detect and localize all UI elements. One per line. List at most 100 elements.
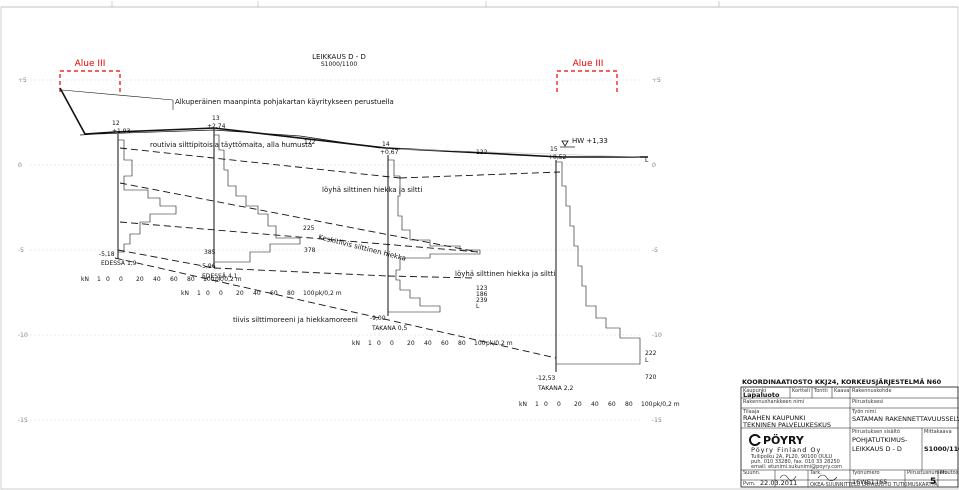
scale-tick-label: 80 <box>625 401 633 408</box>
scale-tick-label: kN <box>519 401 527 408</box>
titleblock-drawing-title-1: POHJATUTKIMUS- <box>852 436 908 444</box>
annotation-dense-moraine: tiivis silttimoreeni ja hiekkamoreeni <box>233 316 358 324</box>
scale-tick-label: 0 <box>390 340 394 347</box>
area-label-right: Alue III <box>573 59 604 69</box>
scale-tick-label: 0 <box>119 276 123 283</box>
scale-tick-label: kN <box>81 276 89 283</box>
svg-text:TEKNINEN PALVELUKESKUS: TEKNINEN PALVELUKESKUS <box>742 421 831 429</box>
scale-tick-label: 40 <box>591 401 599 408</box>
svg-text:-5,18: -5,18 <box>99 251 115 258</box>
area-label-left: Alue III <box>75 59 106 69</box>
poyry-logo: PÖYRY <box>749 433 805 447</box>
elevation-label-right: -10 <box>652 332 662 339</box>
scale-tick-label: 80 <box>187 276 195 283</box>
scale-tick-label: pk/0,2 m <box>486 340 513 347</box>
svg-text:222: 222 <box>645 350 657 357</box>
svg-text:385: 385 <box>204 249 216 256</box>
scale-tick-label: 40 <box>253 290 261 297</box>
scale-tick-label: pk/0,2 m <box>215 276 242 283</box>
scale-tick-label: 20 <box>574 401 582 408</box>
scale-tick-label: 60 <box>270 290 278 297</box>
signature-checker <box>817 474 838 482</box>
elevation-label-left: -10 <box>18 332 28 339</box>
scale-tick-label: pk/0,2 m <box>315 290 342 297</box>
svg-text:15: 15 <box>550 146 558 153</box>
water-level-label: HW +1,33 <box>572 137 608 145</box>
scale-tick-label: 20 <box>136 276 144 283</box>
svg-text:Tontti: Tontti <box>813 388 828 394</box>
svg-text:Rakennushankkeen nimi: Rakennushankkeen nimi <box>743 399 804 405</box>
svg-text:Muutos: Muutos <box>940 470 959 476</box>
elevation-label-right: 0 <box>652 162 656 169</box>
svg-text:Rakennuskohde: Rakennuskohde <box>852 388 892 394</box>
svg-text:OKEA-SUUNNITTELU LAPALUOTO: OKEA-SUUNNITTELU LAPALUOTO TUTKIMUSKARTT… <box>810 482 938 488</box>
svg-text:TAKANA 2,2: TAKANA 2,2 <box>537 385 573 392</box>
titleblock-drawing-number: 5 <box>930 477 936 487</box>
svg-text:378: 378 <box>304 247 316 254</box>
svg-text:122: 122 <box>476 149 488 156</box>
scale-tick-label: 0 <box>557 401 561 408</box>
svg-text:-12,53: -12,53 <box>536 375 556 382</box>
borehole-14: 14 +0,67 225 378 122 122 123 186 239 L -… <box>303 139 488 332</box>
section-scale: S1000/1100 <box>321 61 358 68</box>
svg-text:Piirustusnumero: Piirustusnumero <box>907 470 948 476</box>
svg-text:Pöyry Finland Oy: Pöyry Finland Oy <box>751 446 821 454</box>
svg-text:email: etunimi.sukunimi@poyry.: email: etunimi.sukunimi@poyry.com <box>751 464 842 470</box>
svg-text:S1000/1100: S1000/1100 <box>924 445 959 453</box>
svg-text:L: L <box>645 157 649 164</box>
scale-tick-label: 60 <box>170 276 178 283</box>
annotation-original-ground: Alkuperäinen maanpinta pohjakartan käyri… <box>175 98 394 106</box>
elevation-label-left: 0 <box>18 162 22 169</box>
svg-text:Kaava: Kaava <box>834 388 849 394</box>
title-block: KOORDINAATIOSTO KKJ24, KORKEUSJÄRJESTELM… <box>740 377 959 488</box>
svg-text:Kortteli: Kortteli <box>792 388 810 394</box>
scale-tick-label: 1 <box>97 276 101 283</box>
elevation-label-left: -5 <box>18 247 24 254</box>
svg-text:225: 225 <box>303 225 315 232</box>
svg-text:Tilaaja: Tilaaja <box>742 409 759 415</box>
svg-text:14: 14 <box>382 141 390 148</box>
svg-text:-5,96: -5,96 <box>200 263 216 270</box>
elevation-label-left: -15 <box>18 417 28 424</box>
scale-tick-label: 100 <box>303 290 315 297</box>
svg-text:+0,67: +0,67 <box>380 149 399 156</box>
svg-text:186: 186 <box>476 291 488 298</box>
scale-tick-label: 1 <box>368 340 372 347</box>
svg-text:Piirustuksesi: Piirustuksesi <box>852 399 883 405</box>
svg-text:Pvm.: Pvm. <box>743 481 756 487</box>
svg-text:L: L <box>476 303 480 310</box>
scale-tick-label: 80 <box>287 290 295 297</box>
svg-text:12: 12 <box>112 120 120 127</box>
svg-text:+2,74: +2,74 <box>207 123 226 130</box>
scale-tick-label: 1 <box>197 290 201 297</box>
scale-tick-label: 20 <box>236 290 244 297</box>
layer-boundaries <box>114 147 561 359</box>
titleblock-date: 22.03.2011 <box>760 479 797 487</box>
area-marker-right: Alue III <box>556 59 618 92</box>
svg-text:Suunn.: Suunn. <box>743 470 761 476</box>
scale-tick-label: 80 <box>458 340 466 347</box>
water-level-marker: HW +1,33 <box>560 137 608 148</box>
scale-tick-label: pk/0,2 m <box>653 401 680 408</box>
svg-text:+1,93: +1,93 <box>112 128 131 135</box>
svg-text:720: 720 <box>645 374 657 381</box>
svg-text:Työnumero: Työnumero <box>851 470 880 476</box>
scale-tick-label: 0 <box>206 290 210 297</box>
annotation-fill-layer: routivia silttipitoisia täyttömaita, all… <box>150 141 312 149</box>
svg-text:EDESSÄ 4,1: EDESSÄ 4,1 <box>202 273 238 280</box>
scale-tick-label: 0 <box>106 276 110 283</box>
svg-text:Tullipolku 2A, PL20, 90100 OUL: Tullipolku 2A, PL20, 90100 OULU <box>750 454 833 460</box>
scale-tick-label: 100 <box>203 276 215 283</box>
svg-text:PÖYRY: PÖYRY <box>763 433 805 447</box>
svg-text:L: L <box>645 357 649 364</box>
elevation-label-left: +5 <box>18 77 27 84</box>
titleblock-client: RAAHEN KAUPUNKI <box>743 414 805 422</box>
svg-text:TAKANA 0,5: TAKANA 0,5 <box>371 325 407 332</box>
scale-tick-label: 0 <box>544 401 548 408</box>
scale-tick-label: 100 <box>474 340 486 347</box>
svg-text:123: 123 <box>476 285 488 292</box>
svg-text:Tark.: Tark. <box>809 470 822 476</box>
borehole-15: 15 +0,52 222 L 720 L -12,53 TAKANA 2,2 <box>536 146 657 392</box>
svg-text:13: 13 <box>212 115 220 122</box>
